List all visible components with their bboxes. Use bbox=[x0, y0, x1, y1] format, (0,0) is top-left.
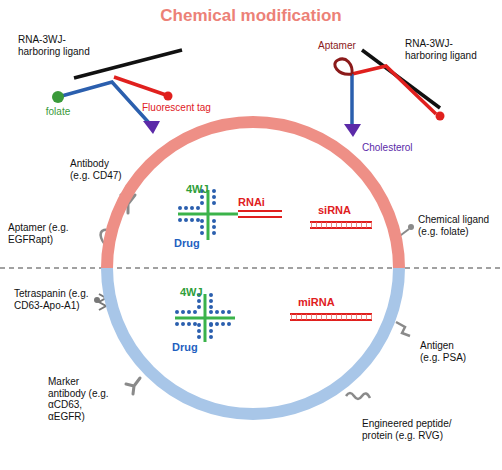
cargo-label: RNAi bbox=[238, 196, 265, 208]
drug-dots bbox=[211, 310, 234, 314]
ligand-part-label: Fluorescent tag bbox=[142, 102, 222, 114]
junction-label: 4WJ bbox=[186, 183, 209, 195]
cholesterol-anchor bbox=[344, 124, 361, 137]
drug-dots bbox=[209, 325, 213, 341]
ligand-symbol bbox=[408, 224, 414, 230]
mirna-ladder bbox=[291, 315, 372, 320]
cholesterol-anchor bbox=[143, 121, 160, 134]
rna-strand bbox=[114, 77, 166, 95]
antibody-symbol bbox=[126, 378, 140, 394]
surface-label: Aptamer (e.g. EGFRapt) bbox=[8, 222, 80, 245]
cargo-label: Drug bbox=[174, 237, 200, 249]
surface-label: Engineered peptide/ protein (e.g. RVG) bbox=[362, 418, 467, 441]
figure-title: Chemical modification bbox=[0, 6, 502, 26]
rna-junction bbox=[204, 294, 207, 342]
rna-strand bbox=[350, 74, 354, 124]
fluorophore-symbol bbox=[164, 92, 173, 101]
fluorophore-symbol bbox=[436, 112, 445, 121]
drug-dots bbox=[180, 191, 214, 239]
aptamer-symbol bbox=[335, 59, 352, 74]
rnai-strand bbox=[238, 210, 282, 212]
drug-dots bbox=[211, 322, 234, 326]
sirna-ladder bbox=[311, 223, 372, 228]
membrane-lower bbox=[107, 268, 399, 414]
antigen-symbol bbox=[396, 322, 410, 336]
drug-dots bbox=[177, 310, 199, 314]
peptide-symbol bbox=[346, 393, 370, 399]
folate-symbol bbox=[52, 91, 64, 103]
exosome-vesicle: 4WJ RNAiDrug siRNA 4WJ Drug miRNA bbox=[100, 115, 406, 421]
drug-dots bbox=[180, 218, 202, 222]
surface-label: Chemical ligand (e.g. folate) bbox=[418, 214, 498, 237]
ligand-part-label: Aptamer bbox=[318, 40, 368, 52]
surface-label: Marker antibody (e.g. αCD63, αEGFR) bbox=[48, 376, 112, 422]
drug-dots bbox=[200, 221, 204, 239]
rna-strand bbox=[74, 50, 182, 78]
surface-label: Antigen (e.g. PSA) bbox=[420, 340, 475, 363]
membrane-upper bbox=[107, 122, 399, 268]
drug-dots bbox=[177, 322, 199, 326]
rnai-strand bbox=[238, 216, 282, 218]
surface-label: Tetraspanin (e.g. CD63-Apo-A1) bbox=[14, 288, 106, 311]
surface-label: Antibody (e.g. CD47) bbox=[70, 158, 128, 181]
drug-dots bbox=[177, 295, 234, 341]
junction-label: 4WJ bbox=[180, 286, 203, 298]
ligand-label: RNA-3WJ-harboring ligand bbox=[405, 38, 487, 61]
rna-strand bbox=[58, 82, 150, 124]
drug-dots bbox=[197, 325, 201, 341]
ligand-label: RNA-3WJ-harboring ligand bbox=[18, 34, 100, 57]
rna-junction bbox=[207, 190, 210, 240]
drug-dots bbox=[212, 221, 216, 239]
ligand-part-label: Cholesterol bbox=[362, 142, 432, 154]
drug-dots bbox=[212, 191, 216, 207]
rna-strand bbox=[352, 66, 436, 114]
cargo-label: Drug bbox=[172, 341, 198, 353]
drug-dots bbox=[209, 295, 213, 311]
cargo-label: siRNA bbox=[318, 204, 351, 216]
cargo-label: miRNA bbox=[298, 296, 335, 308]
vesicle-outline bbox=[100, 115, 406, 421]
divider-line bbox=[0, 267, 502, 268]
tetraspanin-symbol bbox=[94, 297, 100, 303]
ligand-part-label: folate bbox=[38, 106, 78, 118]
drug-dots bbox=[180, 206, 202, 210]
